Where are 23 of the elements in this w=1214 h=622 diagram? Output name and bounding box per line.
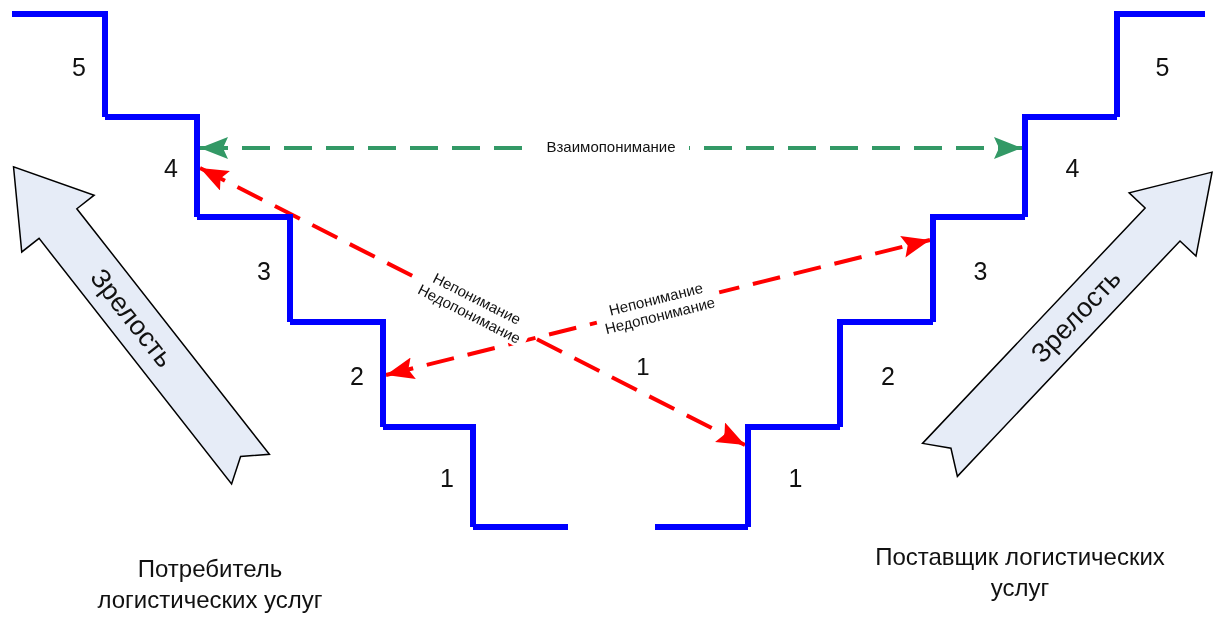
side-caption: Поставщик логистических услуг [874, 542, 1166, 604]
stair-step [837, 319, 933, 427]
step-number: 1 [788, 466, 803, 491]
stair-step [745, 424, 840, 527]
stair-step [1114, 11, 1205, 117]
stair-step [383, 424, 476, 527]
stair-step [197, 214, 293, 322]
step-number: 5 [1155, 54, 1170, 80]
stair-step [12, 11, 108, 117]
side-caption: Потребитель логистических услуг [96, 554, 324, 616]
step-number: 4 [1065, 156, 1080, 181]
step-number: 5 [72, 54, 86, 80]
step-number: 3 [257, 258, 271, 284]
step-number: 2 [881, 363, 895, 389]
stair-step [290, 319, 386, 427]
step-number: 2 [350, 363, 364, 389]
step-number: 3 [973, 258, 988, 284]
stair-step [1022, 114, 1117, 217]
step-number: 4 [164, 156, 178, 181]
step-number: 1 [635, 352, 651, 382]
stair-step [105, 114, 200, 217]
step-number: 1 [440, 466, 454, 491]
stair-step [930, 214, 1025, 322]
